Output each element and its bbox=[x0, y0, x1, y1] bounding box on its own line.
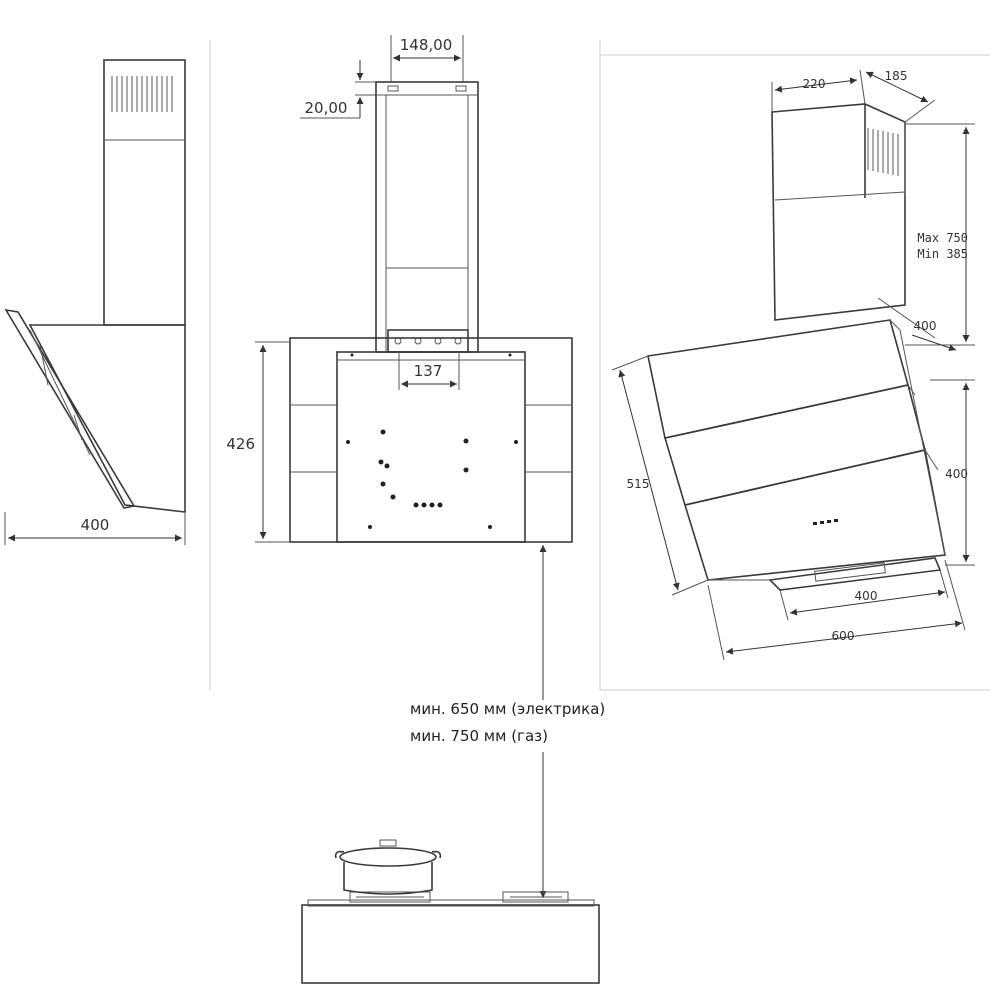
cooktop-body bbox=[301, 904, 600, 984]
iso-chimney-depth-label: 185 bbox=[885, 69, 908, 83]
iso-chimney bbox=[771, 103, 906, 321]
mount-bracket bbox=[387, 329, 469, 353]
iso-vent-grille bbox=[867, 128, 899, 176]
bracket-spacing-label: 137 bbox=[414, 362, 443, 380]
side-vent-grille bbox=[111, 76, 173, 112]
iso-glass-bottom bbox=[683, 449, 946, 581]
iso-depth-label: 515 bbox=[627, 477, 650, 491]
min-distance-electric: мин. 650 мм (электрика) bbox=[410, 700, 605, 718]
installation-note: мин. 650 мм (электрика) мин. 750 мм (газ… bbox=[410, 700, 605, 745]
iso-offset-label: 400 bbox=[914, 319, 937, 333]
iso-total-width-label: 600 bbox=[832, 629, 855, 643]
iso-height-max-label: Max 750 bbox=[917, 231, 968, 245]
side-view: 400 bbox=[4, 59, 186, 545]
iso-glass-top bbox=[647, 319, 909, 439]
front-body bbox=[336, 351, 526, 543]
chimney-top-height-label: 20,00 bbox=[305, 99, 348, 117]
side-body bbox=[28, 324, 186, 513]
side-width-label: 400 bbox=[81, 516, 110, 534]
isometric-view: 220 185 Max 750 Min 385 400 bbox=[611, 69, 975, 661]
iso-chimney-width-label: 220 bbox=[803, 77, 826, 91]
iso-glass-mid bbox=[663, 384, 926, 506]
chimney-top-width-label: 148,00 bbox=[400, 36, 453, 54]
iso-control-buttons bbox=[813, 519, 838, 525]
iso-body-height-label: 400 bbox=[945, 467, 968, 481]
iso-bottom-width-label: 400 bbox=[855, 589, 878, 603]
side-glass bbox=[4, 308, 136, 509]
iso-bottom-filter bbox=[768, 557, 942, 591]
min-distance-gas: мин. 750 мм (газ) bbox=[410, 727, 548, 745]
pot bbox=[343, 862, 433, 895]
front-height-label: 426 bbox=[226, 435, 255, 453]
iso-height-min-label: Min 385 bbox=[917, 247, 968, 261]
front-view: 148,00 20,00 bbox=[226, 35, 573, 898]
side-chimney bbox=[103, 59, 186, 326]
mounting-holes bbox=[346, 353, 518, 529]
front-chimney bbox=[375, 81, 479, 353]
background-guides bbox=[209, 40, 990, 691]
cooktop bbox=[301, 839, 600, 984]
